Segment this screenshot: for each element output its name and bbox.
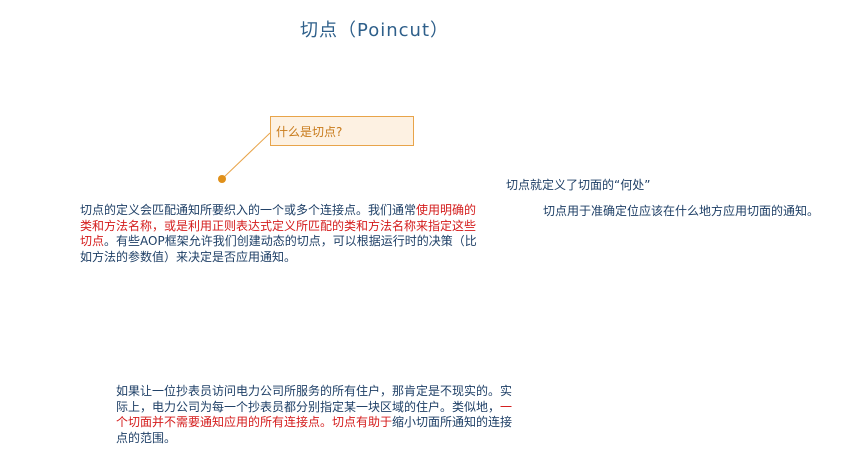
paragraph-2-text-end: 缩小切面所通知的连接点的范围。 — [116, 415, 513, 445]
paragraph-1-text: 切点的定义会匹配通知所要织入的一个或多个连接点。我们通常 — [80, 203, 417, 217]
callout-connector-line — [221, 132, 271, 180]
paragraph-1-text-end: 。有些AOP框架允许我们创建动态的切点，可以根据运行时的决策（比如方法的参数值）… — [80, 234, 477, 264]
paragraph-1-highlight: 使用明确的类和方法名称，或是利用正则表达式定义所匹配的类和方法名称来指定这些切点 — [80, 203, 477, 248]
page-title: 切点（Poincut） — [300, 20, 449, 41]
paragraph-2-text: 如果让一位抄表员访问电力公司所服务的所有住户，那肯定是不现实的。实际上，电力公司… — [116, 384, 513, 414]
callout-label: 什么是切点? — [276, 125, 343, 139]
side-heading: 切点就定义了切面的“何处” — [506, 178, 651, 192]
paragraph-pointcut-definition: 切点的定义会匹配通知所要织入的一个或多个连接点。我们通常使用明确的类和方法名称，… — [80, 203, 478, 265]
callout-box: 什么是切点? — [270, 116, 414, 146]
paragraph-meter-reader-analogy: 如果让一位抄表员访问电力公司所服务的所有住户，那肯定是不现实的。实际上，电力公司… — [116, 384, 514, 446]
paragraph-2-highlight: 一个切面并不需要通知应用的所有连接点。切点有助于 — [116, 399, 513, 430]
callout-anchor-dot — [218, 175, 226, 183]
side-note: 切点用于准确定位应该在什么地方应用切面的通知。 — [543, 204, 820, 218]
